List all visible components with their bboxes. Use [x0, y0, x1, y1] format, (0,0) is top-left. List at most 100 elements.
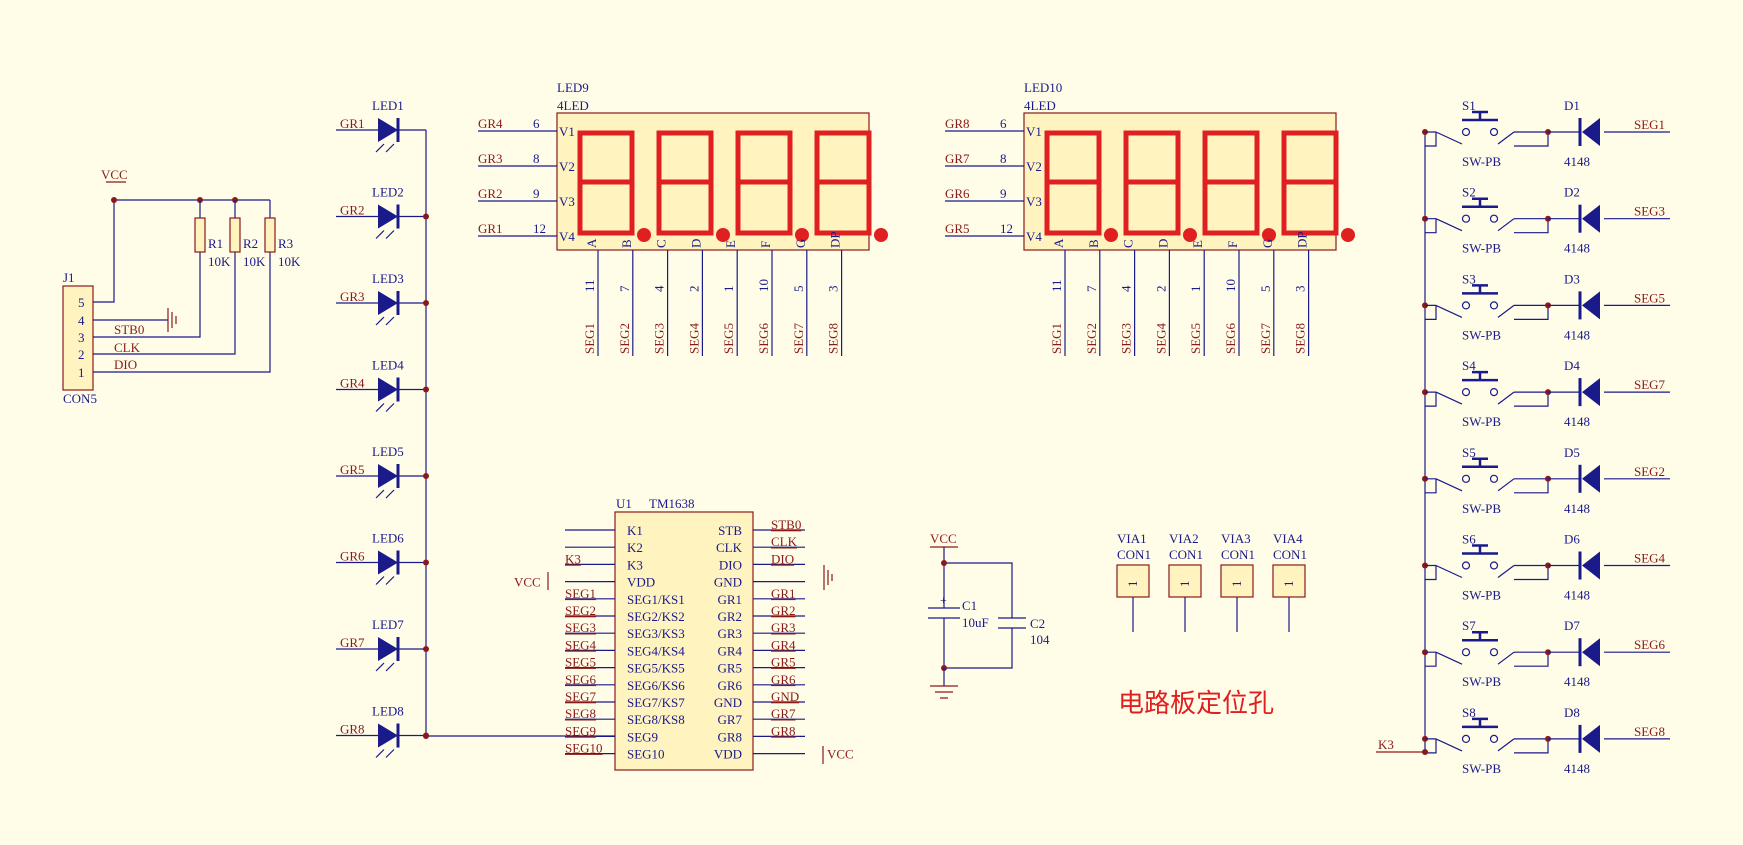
- switch-contact: [1489, 301, 1499, 310]
- display-digit-name: V2: [559, 159, 575, 174]
- display-segment-pin: 7: [617, 285, 632, 292]
- display-segment-name: G: [1260, 239, 1275, 248]
- led-ref: LED6: [372, 531, 404, 546]
- ic-left-net: SEG10: [565, 741, 603, 756]
- switch-value: SW-PB: [1462, 241, 1501, 256]
- j1-dio-wire: [93, 252, 271, 373]
- ic-left-pin-name: SEG10: [627, 747, 665, 762]
- j1-net-clk: CLK: [114, 340, 141, 355]
- cap-wires: [943, 547, 1013, 669]
- resistor-leads: [199, 200, 271, 218]
- led-net-label: GR4: [340, 376, 365, 391]
- switch-arms: [1435, 738, 1515, 752]
- led-net-label: GR5: [340, 462, 365, 477]
- switch-left-lead: [1425, 218, 1437, 234]
- j1-net-stb0: STB0: [114, 322, 144, 337]
- display-segment-pin: 10: [1223, 279, 1238, 292]
- display-segment-name: G: [793, 239, 808, 248]
- display-digit-net: GR1: [478, 221, 503, 236]
- via-pin: 1: [1229, 581, 1244, 588]
- display-segment-net: SEG5: [721, 323, 736, 354]
- ic-right-net: STB0: [771, 517, 801, 532]
- display-digit-name: V1: [1026, 124, 1042, 139]
- j1-value: CON5: [63, 391, 97, 406]
- ic-left-net: SEG6: [565, 672, 597, 687]
- key-net-label: SEG8: [1634, 724, 1665, 739]
- display-segment-pin: 1: [1188, 286, 1203, 293]
- capacitor-group: VCC + C1 10uF C2 104: [928, 531, 1050, 699]
- via-body: [1116, 564, 1150, 598]
- ic-right-net: GR4: [771, 637, 796, 652]
- ic-right-pin-name: GR5: [717, 661, 742, 676]
- display-segment-net: SEG1: [582, 323, 597, 354]
- switch-arms: [1435, 218, 1515, 232]
- led-emission-arrows: [375, 576, 395, 585]
- switch-left-lead: [1425, 651, 1437, 667]
- j1-pin-1: 1: [78, 365, 85, 380]
- led-ref: LED5: [372, 444, 404, 459]
- j1-pin-2: 2: [78, 347, 85, 362]
- switch-contact: [1489, 388, 1499, 397]
- r3-ref: R3: [278, 236, 293, 251]
- decimal-point: [1104, 228, 1118, 242]
- display-segment-pin: 5: [1258, 286, 1273, 293]
- ic-left-pin-name: VDD: [627, 575, 655, 590]
- switch-contact: [1489, 214, 1499, 223]
- decimal-point: [874, 228, 888, 242]
- switch-right-lead: [1514, 218, 1549, 234]
- diode-value: 4148: [1564, 761, 1590, 776]
- display-segment-net: SEG7: [791, 322, 806, 354]
- via-ref: VIA1: [1117, 531, 1147, 546]
- display-segment-name: D: [688, 239, 703, 248]
- switch-plunger: [1462, 370, 1498, 382]
- via-ref: VIA4: [1273, 531, 1303, 546]
- led-emission-arrows: [375, 489, 395, 499]
- display-segment-name: E: [723, 240, 738, 248]
- ic-right-pin-name: VDD: [714, 747, 742, 762]
- switch-arms: [1435, 304, 1515, 318]
- ic-left-pin-name: SEG1/KS1: [627, 592, 685, 607]
- ic-right-net: GR2: [771, 603, 796, 618]
- ic-right-net: GR5: [771, 655, 796, 670]
- ic-left-net: K3: [565, 551, 581, 566]
- seven-segment-digit: [814, 130, 872, 236]
- switch-arms: [1435, 131, 1515, 145]
- switch-left-lead: [1425, 738, 1437, 754]
- display-segment-net: SEG7: [1258, 322, 1273, 354]
- led-net-label: GR7: [340, 635, 365, 650]
- ic-left-pin-name: K1: [627, 523, 643, 538]
- display-segment-name: F: [758, 241, 773, 248]
- display-segment-name: D: [1155, 239, 1170, 248]
- display-type: 4LED: [557, 98, 589, 113]
- display-ref: LED9: [557, 80, 589, 95]
- led-anode-triangle: [378, 118, 398, 142]
- led-net-label: GR1: [340, 116, 365, 131]
- display-segment-pin: 4: [652, 285, 667, 292]
- key-matrix: K3 S1SW-PBD14148SEG1S2SW-PBD24148SEG3S3S…: [1376, 98, 1670, 776]
- key-net-label: SEG3: [1634, 204, 1665, 219]
- seven-segment-digit: [1281, 130, 1339, 236]
- diode-triangle: [1582, 464, 1600, 493]
- junction: [423, 646, 429, 652]
- junction: [423, 386, 429, 393]
- switch-contact: [1489, 648, 1499, 657]
- via-pin: 1: [1177, 581, 1192, 588]
- ic-left-pin-name: SEG6/KS6: [627, 678, 685, 693]
- switch-plunger: [1462, 284, 1498, 295]
- junction: [423, 559, 429, 566]
- j1-pin-3: 3: [78, 330, 85, 345]
- display-digit-pin: 8: [1000, 151, 1007, 166]
- c1-ref: C1: [962, 598, 977, 613]
- junction: [423, 213, 429, 220]
- switch-plunger: [1462, 717, 1498, 729]
- ic-left-net: SEG4: [565, 637, 597, 652]
- display-digit-net: GR6: [945, 186, 970, 201]
- led-anode-triangle: [378, 723, 398, 748]
- diode-ref: D2: [1564, 185, 1580, 200]
- j1-clk-wire: [93, 252, 236, 355]
- via-value: CON1: [1273, 547, 1307, 562]
- cap-vcc-label: VCC: [930, 531, 957, 546]
- switch-arms: [1435, 478, 1515, 492]
- switch-left-lead: [1425, 564, 1437, 581]
- display-digit-name: V3: [559, 194, 575, 209]
